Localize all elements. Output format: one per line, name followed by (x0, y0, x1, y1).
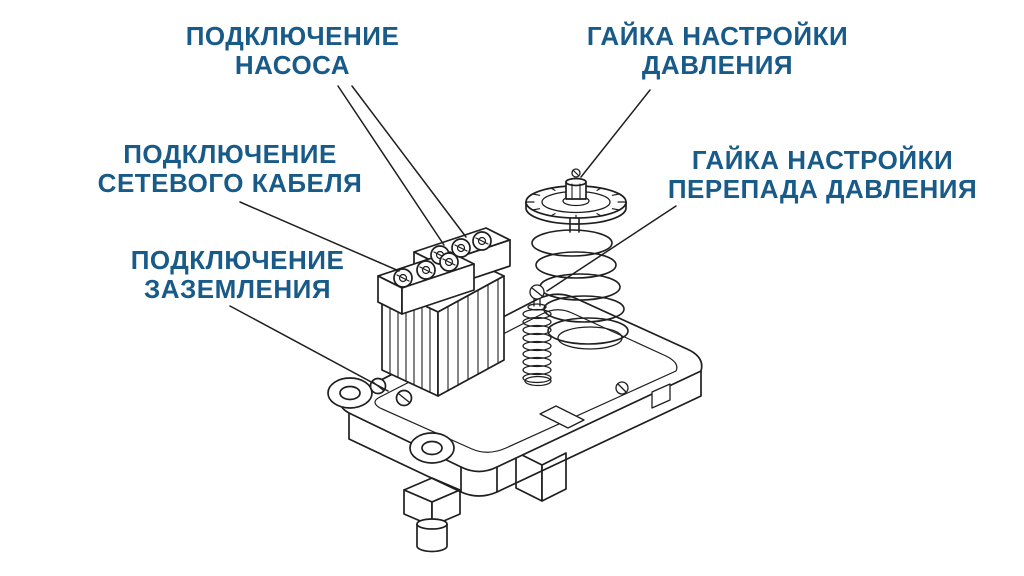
label-ground-connection: ПОДКЛЮЧЕНИЕ ЗАЗЕМЛЕНИЯ (110, 246, 365, 304)
leader-pressure-nut (580, 89, 651, 178)
side-boss (515, 451, 567, 502)
mounting-ears (327, 377, 455, 464)
leader-differential-nut (546, 205, 677, 292)
differential-spring (522, 284, 552, 384)
label-ground-connection-line1: ПОДКЛЮЧЕНИЕ (130, 245, 345, 275)
label-cable-connection-line1: ПОДКЛЮЧЕНИЕ (123, 139, 337, 169)
leader-cable-connection (239, 201, 400, 272)
pressure-adjustment-nut (525, 168, 627, 225)
flange-ribs (525, 185, 627, 219)
label-differential-nut-line2: ПЕРЕПАДА ДАВЛЕНИЯ (667, 174, 978, 204)
label-cable-connection-line2: СЕТЕВОГО КАБЕЛЯ (97, 168, 363, 198)
leader-ground-connection (229, 305, 389, 392)
label-differential-nut: ГАЙКА НАСТРОЙКИ ПЕРЕПАДА ДАВЛЕНИЯ (655, 146, 990, 204)
ground-screws (369, 377, 413, 407)
label-pressure-nut: ГАЙКА НАСТРОЙКИ ДАВЛЕНИЯ (570, 22, 865, 80)
terminal-block (377, 227, 511, 397)
label-cable-connection: ПОДКЛЮЧЕНИЕ СЕТЕВОГО КАБЕЛЯ (75, 140, 385, 198)
label-ground-connection-line2: ЗАЗЕМЛЕНИЯ (143, 274, 332, 304)
leader-pump-connection-2 (351, 85, 467, 238)
bottom-port-fitting (403, 477, 461, 553)
leader-lines (229, 85, 677, 392)
terminal-screws (393, 231, 492, 288)
label-differential-nut-line1: ГАЙКА НАСТРОЙКИ (691, 145, 954, 175)
label-pressure-nut-line1: ГАЙКА НАСТРОЙКИ (586, 21, 849, 51)
label-pump-connection-line1: ПОДКЛЮЧЕНИЕ (185, 21, 400, 51)
switch-base (340, 293, 703, 497)
label-pump-connection: ПОДКЛЮЧЕНИЕ НАСОСА (175, 22, 410, 80)
leader-pump-connection-1 (337, 85, 445, 246)
label-pressure-nut-line2: ДАВЛЕНИЯ (641, 50, 794, 80)
label-pump-connection-line2: НАСОСА (234, 50, 351, 80)
